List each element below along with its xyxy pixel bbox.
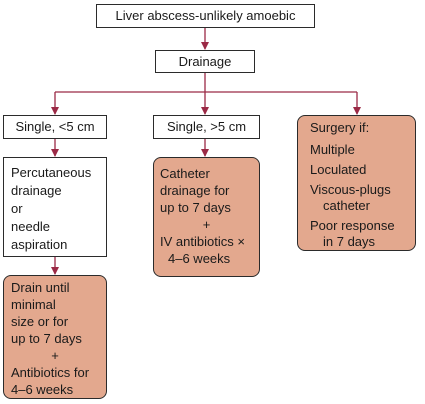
surgery-item: Loculated [310, 162, 367, 177]
catheter-line: 4–6 weeks [168, 251, 231, 266]
drain-until-line: Drain until [11, 280, 70, 295]
drainage-label: Drainage [178, 53, 232, 69]
catheter-line: drainage for [160, 183, 230, 198]
percutaneous-line: drainage [11, 183, 62, 198]
percutaneous-node: Percutaneous drainage or needle aspirati… [3, 157, 107, 257]
drain-until-line: Antibiotics for [11, 365, 90, 380]
drain-until-line: up to 7 days [11, 331, 82, 346]
drainage-node: Drainage [155, 50, 255, 73]
root-label: Liver abscess-unlikely amoebic [115, 8, 296, 23]
percutaneous-line: or [11, 201, 23, 216]
percutaneous-line: Percutaneous [11, 165, 92, 180]
drain-until-plus: + [51, 348, 59, 363]
root-node: Liver abscess-unlikely amoebic [96, 4, 315, 28]
percutaneous-line: needle [11, 219, 51, 234]
catheter-line: Catheter [160, 166, 210, 181]
large-abscess-label: Single, >5 cm [166, 119, 247, 134]
small-abscess-node: Single, <5 cm [3, 115, 107, 139]
drain-until-line: 4–6 weeks [11, 382, 74, 397]
surgery-item: catheter [323, 198, 370, 213]
catheter-node: Catheter drainage for up to 7 days + IV … [153, 157, 260, 277]
surgery-item: Viscous-plugs [310, 182, 391, 197]
surgery-item: Multiple [310, 142, 355, 157]
surgery-node: Surgery if: Multiple Loculated Viscous-p… [297, 115, 416, 251]
catheter-line: IV antibiotics × [160, 234, 245, 249]
small-abscess-label: Single, <5 cm [15, 119, 95, 134]
drain-until-node: Drain until minimal size or for up to 7 … [3, 275, 107, 399]
surgery-item: Poor response [310, 218, 395, 233]
drain-until-line: size or for [11, 314, 69, 329]
percutaneous-line: aspiration [11, 237, 68, 252]
catheter-line: up to 7 days [160, 200, 231, 215]
surgery-title: Surgery if: [310, 120, 370, 135]
drain-until-line: minimal [11, 297, 56, 312]
large-abscess-node: Single, >5 cm [153, 115, 260, 139]
surgery-item: in 7 days [323, 234, 376, 249]
catheter-plus: + [202, 217, 211, 232]
